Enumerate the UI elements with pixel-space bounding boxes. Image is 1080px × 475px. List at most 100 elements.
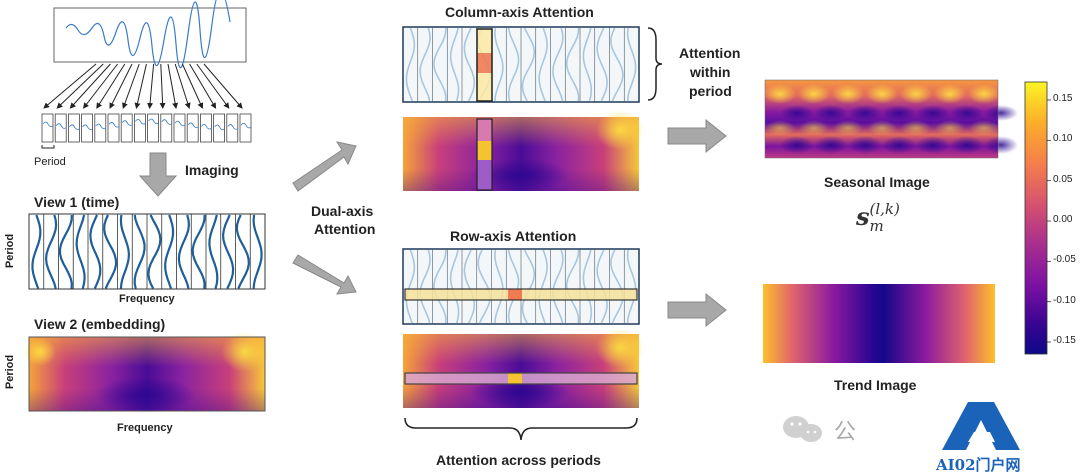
fan-arrow <box>196 63 230 109</box>
grid-wave <box>552 27 564 102</box>
formula-superscript: (l,k) <box>869 200 900 218</box>
view1-waves <box>31 214 263 289</box>
fan-arrow <box>181 63 204 109</box>
colorbar-tick-label: 0.05 <box>1053 173 1073 185</box>
row-attention-heatmap <box>403 328 644 408</box>
seasonal-blob-mid <box>848 105 882 121</box>
seasonal-blob-top <box>866 84 898 104</box>
view1-wave <box>252 214 263 289</box>
view1-wave <box>221 214 235 289</box>
row-attention-highlight <box>404 288 638 301</box>
within-label-line2: within <box>690 64 731 80</box>
seasonal-blob-bottom <box>950 136 984 154</box>
period-segment <box>160 113 173 143</box>
seasonal-blob-top <box>900 84 932 104</box>
grid-wave <box>433 249 447 324</box>
seasonal-formula: s(l,k)m <box>856 202 900 234</box>
view1-wave <box>164 214 175 289</box>
period-segment <box>68 113 80 143</box>
dual-arrow-down <box>292 254 357 295</box>
time-series-box <box>53 7 247 63</box>
seasonal-title: Seasonal Image <box>824 174 930 190</box>
seasonal-blob-mid <box>882 105 916 121</box>
column-attention-heatmap <box>403 110 644 191</box>
grid-wave <box>449 249 460 324</box>
grid-wave <box>626 249 637 324</box>
seasonal-blob-bottom <box>848 136 882 154</box>
fan-arrow <box>174 63 191 109</box>
view1-wave <box>58 214 73 289</box>
seasonal-blob-bottom <box>780 136 814 154</box>
view1-wave <box>89 214 102 289</box>
arrow-to-trend <box>667 292 727 328</box>
across-periods-brace <box>404 417 638 441</box>
view1-wave <box>191 214 206 289</box>
dual-axis-label-line1: Dual-axis <box>311 203 374 219</box>
grid-wave <box>565 27 580 102</box>
seasonal-blob-mid <box>780 105 814 121</box>
period-segment <box>81 113 93 143</box>
fan-arrow <box>167 63 179 109</box>
seasonal-blob-mid <box>984 105 1018 121</box>
view1-wave <box>103 214 118 289</box>
formula-subscript: m <box>869 217 884 235</box>
period-segment <box>213 113 226 143</box>
segment-wave <box>201 123 212 130</box>
grid-wave <box>565 249 580 324</box>
seasonal-blob-bottom <box>814 136 848 154</box>
wechat-icon <box>783 416 822 442</box>
view1-period-axis: Period <box>4 233 16 269</box>
view2-heatmap <box>24 332 269 413</box>
period-segment <box>94 113 107 143</box>
grid-wave <box>521 27 536 102</box>
row-attention-grid <box>405 249 637 324</box>
seasonal-blob-low <box>901 120 931 136</box>
fan-arrow <box>43 63 97 109</box>
fan-arrow <box>82 63 118 109</box>
ai02-logo-icon <box>942 402 1020 450</box>
seasonal-blob-low <box>935 120 965 136</box>
fan-out-arrows <box>43 63 243 109</box>
view1-wave <box>44 214 58 289</box>
segment-wave <box>82 124 93 130</box>
seasonal-blob-top <box>798 84 830 104</box>
grid-wave <box>582 249 593 324</box>
colorbar-tick-label: 0.15 <box>1053 93 1073 104</box>
fan-arrow <box>203 63 243 109</box>
watermark-text: 公 <box>834 419 857 444</box>
grid-wave <box>538 27 548 102</box>
period-segment <box>133 113 146 143</box>
grid-wave <box>596 27 608 102</box>
period-segment <box>199 113 212 143</box>
view1-wave <box>31 214 42 289</box>
imaging-label: Imaging <box>185 162 239 178</box>
fan-arrow <box>96 63 126 109</box>
grid-wave <box>419 249 431 324</box>
formula-symbol: s <box>856 202 870 231</box>
period-segment <box>239 113 252 143</box>
dual-axis-label-line2: Attention <box>314 221 376 237</box>
view1-frequency-axis: Frequency <box>119 293 175 305</box>
segment-wave <box>227 124 239 130</box>
view2-frequency-axis: Frequency <box>117 422 173 434</box>
period-bracket <box>41 145 55 149</box>
imaging-arrow <box>138 152 178 197</box>
seasonal-blob-top <box>934 84 966 104</box>
seasonal-blob-low <box>867 120 897 136</box>
fan-arrow <box>109 63 133 109</box>
period-segments <box>41 113 252 143</box>
segment-wave <box>174 120 186 127</box>
grid-wave <box>610 27 624 102</box>
grid-wave <box>521 249 536 324</box>
grid-wave <box>538 249 548 324</box>
fan-arrow <box>134 63 147 109</box>
colorbar-ticks <box>1047 99 1051 343</box>
grid-wave <box>419 27 431 102</box>
across-periods-label: Attention across periods <box>436 452 601 468</box>
grid-wave <box>552 249 564 324</box>
view1-wave <box>133 214 146 289</box>
dual-arrow-up <box>292 141 357 192</box>
segment-wave <box>108 122 120 128</box>
seasonal-blob-top <box>764 84 796 104</box>
